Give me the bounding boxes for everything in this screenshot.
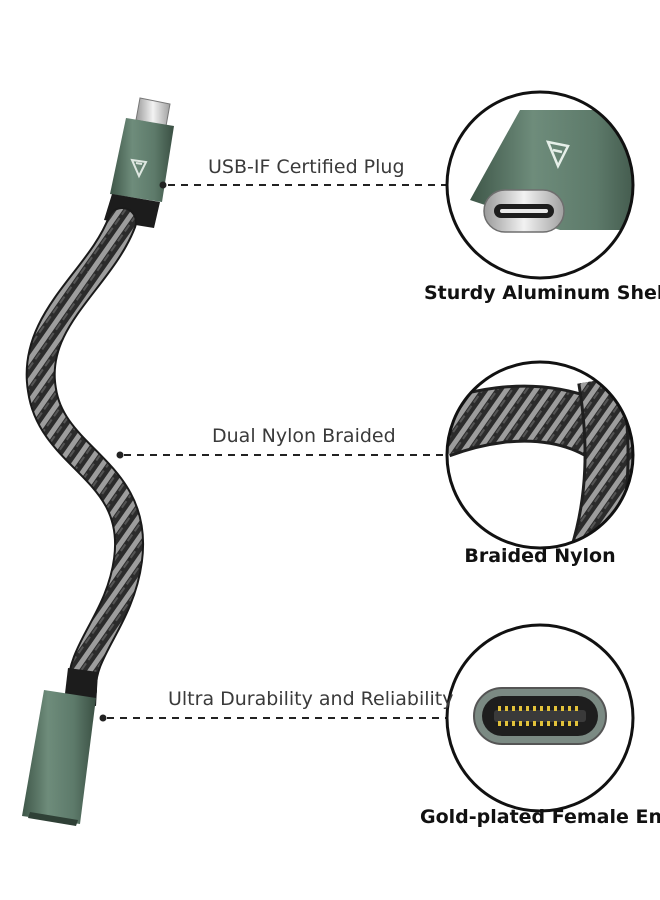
feature-caption-female-end: Gold-plated Female End bbox=[420, 806, 660, 828]
brand-logo-icon bbox=[130, 158, 148, 179]
cable-illustration bbox=[22, 97, 174, 826]
top-plug-shell bbox=[110, 118, 174, 202]
usb-c-port-closeup-icon bbox=[445, 623, 635, 813]
callout-lines bbox=[107, 184, 446, 719]
usb-c-plug-closeup-icon bbox=[445, 90, 635, 280]
bottom-female-shell bbox=[22, 690, 96, 824]
callout-label-plug: USB-IF Certified Plug bbox=[208, 156, 405, 178]
callout-label-durability: Ultra Durability and Reliability bbox=[168, 688, 454, 710]
feature-caption-nylon: Braided Nylon bbox=[464, 545, 616, 567]
feature-caption-shell: Sturdy Aluminum Shell bbox=[424, 282, 660, 304]
callout-label-braid: Dual Nylon Braided bbox=[212, 425, 396, 447]
braided-cable-closeup-icon bbox=[445, 360, 635, 550]
